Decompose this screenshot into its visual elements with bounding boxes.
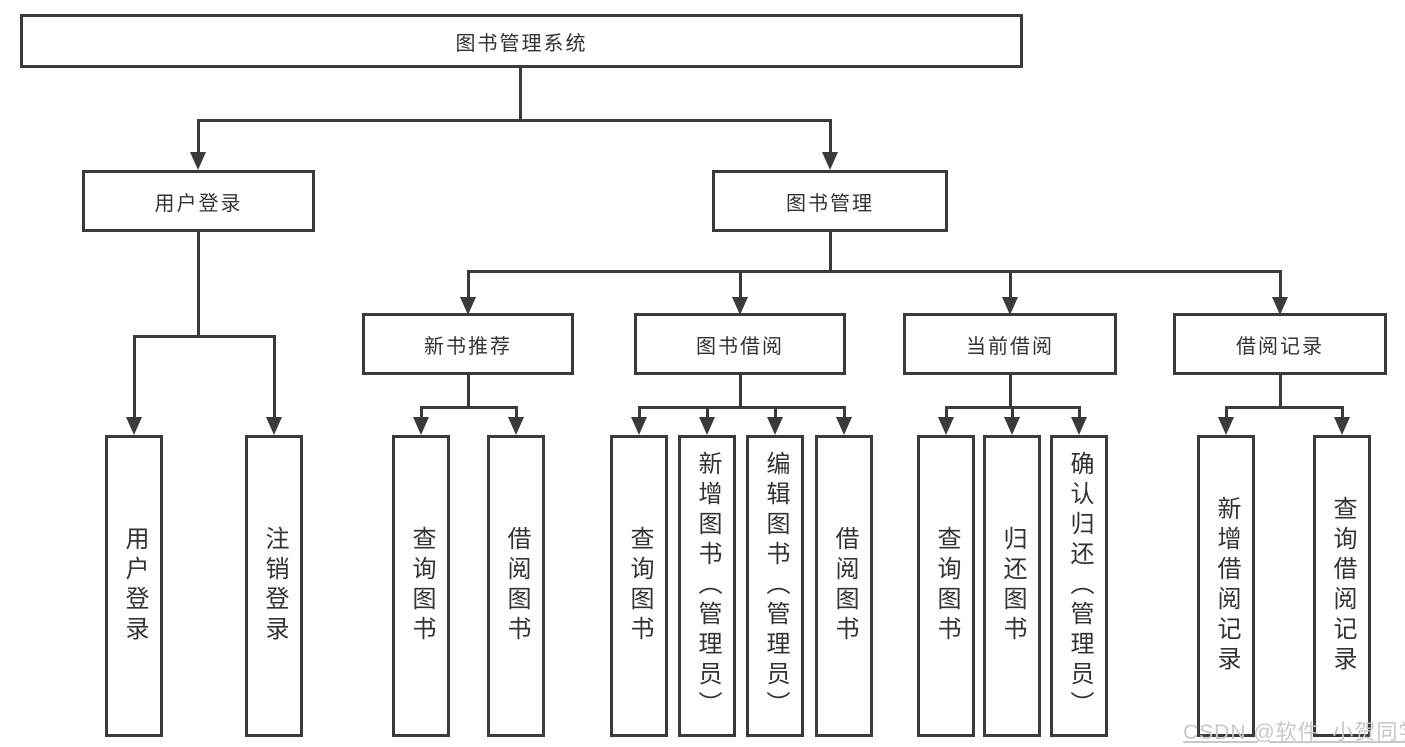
connector-records-drop-1 (1225, 406, 1228, 418)
leaf-confirm-return-admin-label: 确认归还（管理员） (1066, 451, 1093, 721)
arrow-down-icon (699, 417, 715, 435)
leaf-query-books-borrow-label: 查询图书 (626, 526, 653, 646)
arrow-down-icon (836, 417, 852, 435)
leaf-query-books-current-label: 查询图书 (933, 526, 960, 646)
connector-borrow-rail (638, 406, 846, 409)
connector-recommend-drop-1 (420, 406, 423, 418)
connector-recommend-rail (420, 406, 518, 409)
arrow-down-icon (1002, 297, 1018, 315)
arrow-down-icon (822, 152, 838, 170)
node-root: 图书管理系统 (20, 14, 1023, 68)
connector-mgmt-drop-4 (1279, 270, 1282, 298)
leaf-return-books: 归还图书 (983, 435, 1041, 737)
node-book-borrow: 图书借阅 (634, 313, 846, 375)
node-new-book-recommend: 新书推荐 (362, 313, 574, 375)
leaf-query-books-recommend-label: 查询图书 (408, 526, 435, 646)
connector-login-stem (197, 232, 200, 338)
connector-recommend-drop-2 (515, 406, 518, 418)
node-book-management: 图书管理 (712, 170, 948, 232)
connector-records-drop-2 (1341, 406, 1344, 418)
connector-login-drop-2 (273, 335, 276, 417)
leaf-add-book-admin-label: 新增图书（管理员） (694, 451, 721, 721)
leaf-return-books-label: 归还图书 (999, 526, 1026, 646)
connector-borrow-stem (739, 375, 742, 408)
node-current-borrow: 当前借阅 (903, 313, 1117, 375)
node-root-label: 图书管理系统 (455, 32, 588, 55)
connector-root-drop-right (829, 119, 832, 153)
leaf-query-books-borrow: 查询图书 (610, 435, 668, 737)
connector-login-drop-1 (133, 335, 136, 417)
connector-borrow-drop-1 (638, 406, 641, 418)
leaf-borrow-books-recommend-label: 借阅图书 (503, 526, 530, 646)
arrow-down-icon (938, 417, 954, 435)
arrow-down-icon (460, 297, 476, 315)
leaf-query-borrow-record: 查询借阅记录 (1313, 435, 1371, 737)
node-borrow-records-label: 借阅记录 (1236, 335, 1324, 358)
connector-records-rail (1225, 406, 1344, 409)
node-borrow-records: 借阅记录 (1173, 313, 1387, 375)
leaf-user-login-label: 用户登录 (121, 526, 148, 646)
leaf-borrow-books-borrow-label: 借阅图书 (831, 526, 858, 646)
connector-mgmt-rail (467, 270, 1282, 273)
leaf-edit-book-admin-label: 编辑图书（管理员） (762, 451, 789, 721)
node-current-borrow-label: 当前借阅 (966, 335, 1054, 358)
arrow-down-icon (508, 417, 524, 435)
arrow-down-icon (631, 417, 647, 435)
node-book-management-label: 图书管理 (786, 192, 874, 215)
leaf-query-books-recommend: 查询图书 (392, 435, 450, 737)
arrow-down-icon (1272, 297, 1288, 315)
arrow-down-icon (1334, 417, 1350, 435)
connector-recommend-stem (467, 375, 470, 408)
arrow-down-icon (1071, 417, 1087, 435)
connector-root-drop-left (197, 119, 200, 153)
arrow-down-icon (190, 152, 206, 170)
leaf-logout: 注销登录 (245, 435, 303, 737)
connector-current-drop-2 (1011, 406, 1014, 418)
connector-root-stem (519, 68, 522, 121)
node-new-book-recommend-label: 新书推荐 (424, 335, 512, 358)
connector-root-rail (197, 119, 832, 122)
node-book-borrow-label: 图书借阅 (696, 335, 784, 358)
arrow-down-icon (1218, 417, 1234, 435)
leaf-logout-label: 注销登录 (261, 526, 288, 646)
connector-borrow-drop-2 (706, 406, 709, 418)
connector-mgmt-stem (829, 232, 832, 273)
arrow-down-icon (413, 417, 429, 435)
connector-current-drop-1 (945, 406, 948, 418)
connector-mgmt-drop-1 (467, 270, 470, 298)
leaf-add-book-admin: 新增图书（管理员） (678, 435, 736, 737)
leaf-edit-book-admin: 编辑图书（管理员） (746, 435, 804, 737)
connector-mgmt-drop-2 (739, 270, 742, 298)
arrow-down-icon (266, 417, 282, 435)
connector-login-rail (133, 335, 276, 338)
leaf-add-borrow-record: 新增借阅记录 (1197, 435, 1255, 737)
csdn-watermark: CSDN @软件_小贺同学 (1183, 721, 1405, 744)
connector-records-stem (1279, 375, 1282, 408)
leaf-query-books-current: 查询图书 (917, 435, 975, 737)
connector-borrow-drop-4 (843, 406, 846, 418)
leaf-borrow-books-recommend: 借阅图书 (487, 435, 545, 737)
arrow-down-icon (126, 417, 142, 435)
leaf-borrow-books-borrow: 借阅图书 (815, 435, 873, 737)
leaf-query-borrow-record-label: 查询借阅记录 (1329, 496, 1356, 676)
connector-current-stem (1009, 375, 1012, 408)
connector-mgmt-drop-3 (1009, 270, 1012, 298)
connector-current-drop-3 (1078, 406, 1081, 418)
leaf-user-login: 用户登录 (105, 435, 163, 737)
arrow-down-icon (732, 297, 748, 315)
arrow-down-icon (767, 417, 783, 435)
connector-borrow-drop-3 (774, 406, 777, 418)
node-user-login-label: 用户登录 (154, 192, 243, 215)
leaf-add-borrow-record-label: 新增借阅记录 (1213, 496, 1240, 676)
leaf-confirm-return-admin: 确认归还（管理员） (1050, 435, 1108, 737)
node-user-login: 用户登录 (82, 170, 315, 232)
arrow-down-icon (1004, 417, 1020, 435)
